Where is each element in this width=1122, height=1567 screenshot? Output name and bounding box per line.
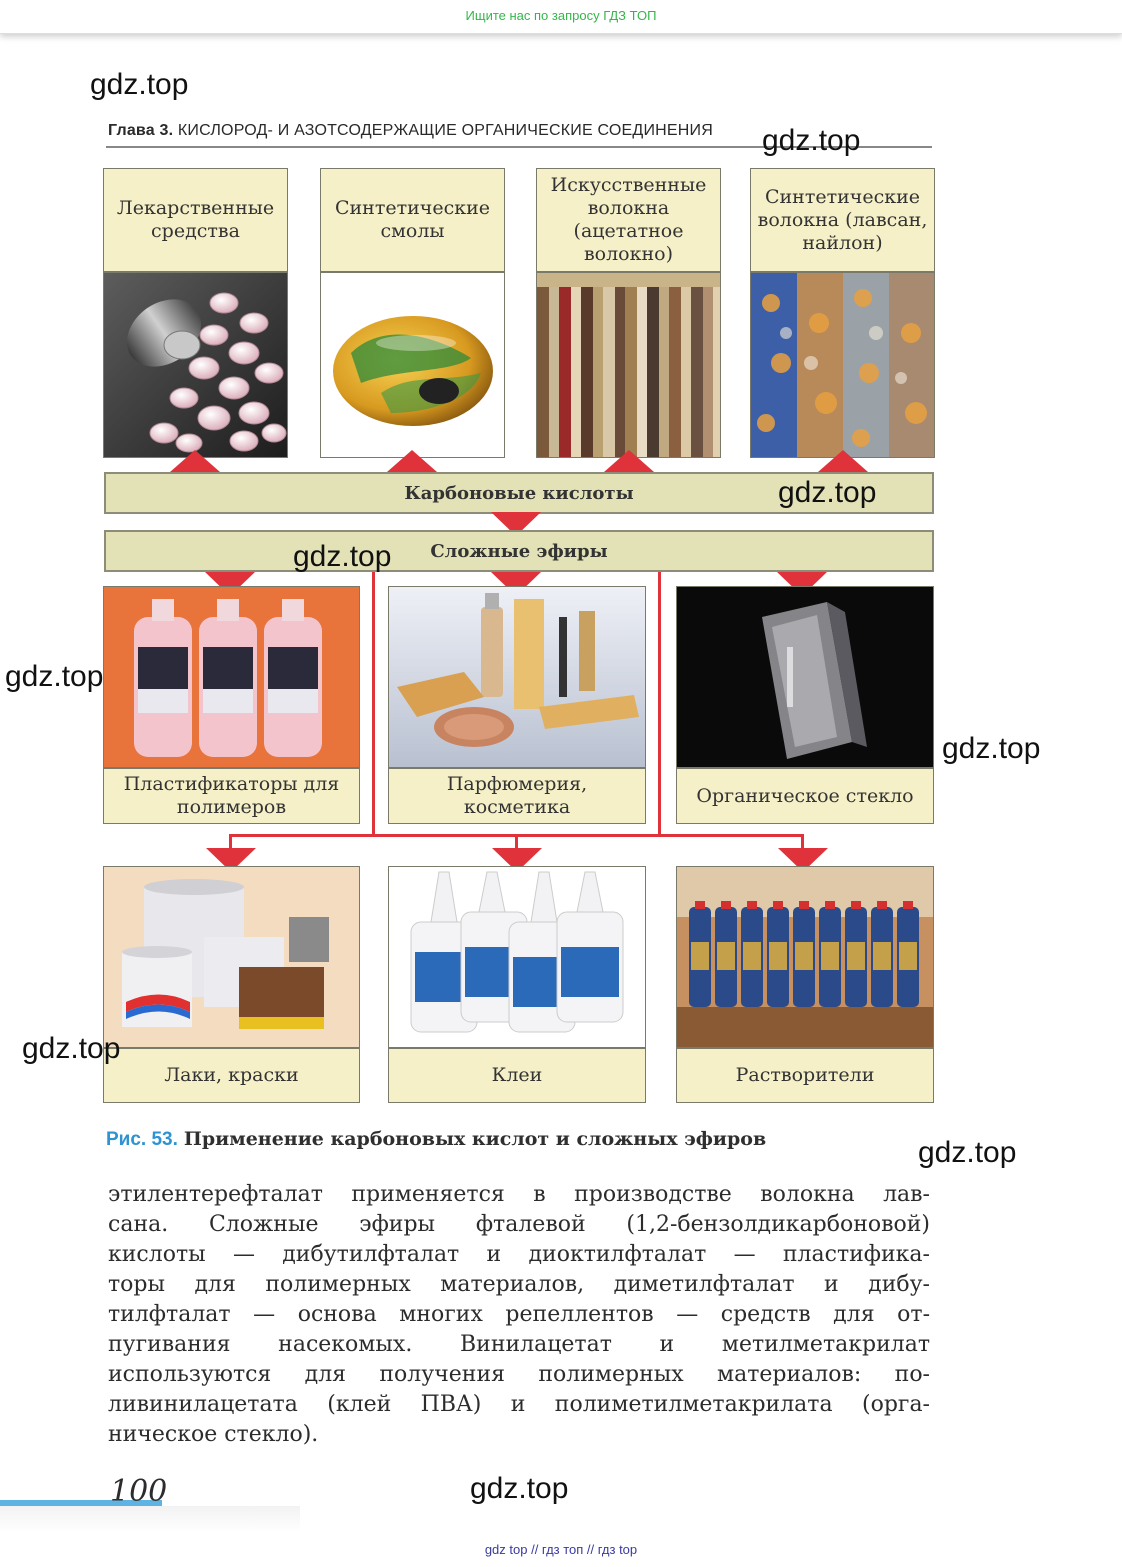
fabric-swatches-image (537, 273, 720, 457)
photo-perfume (388, 586, 646, 768)
pva-glue-bottles-image (389, 867, 645, 1047)
body-line: используются для получения полимерных ма… (108, 1362, 930, 1387)
top-banner-text: Ищите нас по запросу ГДЗ ТОП (465, 8, 657, 23)
body-line: торы для полимерных материалов, диметилф… (108, 1272, 930, 1297)
connector-left (372, 572, 375, 836)
photo-glues (388, 866, 646, 1048)
caption-synthetic-resins: Синтетические смолы (320, 168, 505, 272)
watermark: gdz.top (918, 1136, 1017, 1169)
body-line: кислоты — дибутилфталат и диоктилфталат … (108, 1242, 930, 1267)
photo-plasticizers (103, 586, 360, 768)
photo-synthetic-resins (320, 272, 505, 458)
connector-right (658, 572, 661, 836)
watermark: gdz.top (5, 660, 104, 693)
caption-synthetic-fibers: Синтетические волокна (лавсан, найлон) (750, 168, 935, 272)
body-line: этилентерефталат применяется в производс… (108, 1182, 930, 1207)
caption-artificial-fibers: Искусственные волокна (ацетатное волокно… (536, 168, 721, 272)
page-number-bar (0, 1500, 162, 1506)
pills-image (104, 273, 287, 457)
watermark: gdz.top (762, 124, 861, 157)
watermark: gdz.top (942, 732, 1041, 765)
plasticizer-bottles-image (104, 587, 359, 767)
connector-stub-mid (515, 834, 518, 850)
watermark: gdz.top (778, 476, 877, 509)
body-paragraph: этилентерефталат применяется в производс… (108, 1180, 930, 1450)
figure-caption-text: Применение карбоновых кислот и сложных э… (183, 1128, 767, 1150)
chapter-header: Глава 3. КИСЛОРОД- И АЗОТСОДЕРЖАЩИЕ ОРГА… (108, 122, 713, 140)
figure-caption: Рис. 53.Применение карбоновых кислот и с… (106, 1128, 766, 1151)
watermark: gdz.top (470, 1472, 569, 1505)
watermark: gdz.top (22, 1032, 121, 1065)
band-carboxylic-acids: Карбоновые кислоты (104, 472, 934, 514)
body-line: ническое стекло). (108, 1422, 319, 1447)
band-esters: Сложные эфиры (104, 530, 934, 572)
arrow-up-artificial (604, 450, 654, 472)
figure-number: Рис. 53. (106, 1129, 178, 1150)
caption-glues: Клеи (388, 1048, 646, 1103)
body-line: сана. Сложные эфиры фталевой (1,2-бензол… (108, 1212, 930, 1237)
arrow-up-synthetic (818, 450, 868, 472)
caption-medicines: Лекарственные средства (103, 168, 288, 272)
photo-paints (103, 866, 360, 1048)
acrylic-block-image (677, 587, 933, 767)
resin-bracelet-image (333, 316, 493, 426)
page-number-shadow (0, 1506, 300, 1532)
connector-stub-right (801, 834, 804, 850)
caption-organic-glass: Органическое стекло (676, 768, 934, 824)
solvent-bottles-image (677, 867, 933, 1047)
photo-medicines (103, 272, 288, 458)
chapter-title: КИСЛОРОД- И АЗОТСОДЕРЖАЩИЕ ОРГАНИЧЕСКИЕ … (177, 122, 713, 139)
paint-cans-image (104, 867, 359, 1047)
caption-perfume: Парфюмерия, косметика (388, 768, 646, 824)
photo-artificial-fibers (536, 272, 721, 458)
watermark: gdz.top (90, 68, 189, 101)
connector-stub-left (229, 834, 232, 850)
caption-solvents: Растворители (676, 1048, 934, 1103)
arrow-up-medicines (170, 450, 220, 472)
band-carboxylic-acids-label: Карбоновые кислоты (404, 482, 634, 504)
photo-synthetic-fibers (750, 272, 935, 458)
cosmetics-image (389, 587, 645, 767)
body-line: пугивания насекомых. Винилацетат и метил… (108, 1332, 930, 1357)
footer-links: gdz top // гдз топ // гдз top (484, 1542, 638, 1557)
body-line: тилфталат — основа многих репеллентов — … (108, 1302, 930, 1327)
watermark: gdz.top (293, 540, 392, 573)
caption-plasticizers: Пластификаторы для полимеров (103, 768, 360, 824)
page-number: 100 (110, 1474, 168, 1509)
band-esters-label: Сложные эфиры (430, 540, 608, 562)
printed-fabric-image (751, 273, 934, 457)
photo-organic-glass (676, 586, 934, 768)
arrow-up-resins (387, 450, 437, 472)
body-line: ливинилацетата (клей ПВА) и полиметилмет… (108, 1392, 930, 1417)
top-banner: Ищите нас по запросу ГДЗ ТОП (0, 0, 1122, 34)
photo-solvents (676, 866, 934, 1048)
caption-paints: Лаки, краски (103, 1048, 360, 1103)
chapter-rule (106, 146, 932, 148)
chapter-prefix: Глава 3. (108, 122, 174, 139)
